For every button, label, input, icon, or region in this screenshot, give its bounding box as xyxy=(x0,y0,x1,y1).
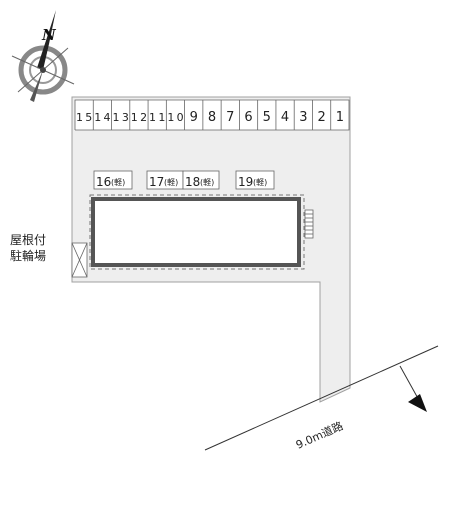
parking-slot-9: 9 xyxy=(190,110,198,125)
parking-slot-box xyxy=(93,170,133,190)
parking-slot-2: 2 xyxy=(317,110,325,125)
parking-slot-tag: (軽) xyxy=(200,178,214,187)
road-label: 9.0m道路 xyxy=(294,419,346,452)
parking-slot-7: 7 xyxy=(226,110,234,125)
stairs-icon xyxy=(304,209,314,239)
parking-slot-8: 8 xyxy=(208,110,216,125)
building xyxy=(91,197,301,267)
parking-light-19: 19 (軽) xyxy=(235,170,275,190)
parking-slot-box xyxy=(182,170,220,190)
parking-slot-4: 4 xyxy=(281,110,289,125)
road-direction-line xyxy=(399,365,421,403)
parking-slot-box xyxy=(235,170,275,190)
parking-slot-1: 1 xyxy=(336,110,344,125)
parking-slot-number: 17 xyxy=(149,175,164,189)
road-edge-line xyxy=(204,345,439,451)
parking-slot-number: 18 xyxy=(185,175,200,189)
parking-slot-tag: (軽) xyxy=(253,178,267,187)
building-dashed-outline xyxy=(89,194,305,270)
parking-slot-number: 19 xyxy=(238,175,253,189)
parking-light-17: 17 (軽) xyxy=(146,170,184,190)
road-direction-arrow-icon xyxy=(408,394,427,412)
parking-slot-tag: (軽) xyxy=(111,178,125,187)
compass-rose-icon xyxy=(11,10,75,102)
bicycle-parking-label-line2: 駐輪場 xyxy=(10,248,46,263)
bicycle-parking-box xyxy=(71,242,88,278)
parking-light-18: 18 (軽) xyxy=(182,170,220,190)
parking-slot-3: 3 xyxy=(299,110,307,125)
bicycle-parking-label-line1: 屋根付 xyxy=(10,233,46,247)
north-label: N xyxy=(41,26,57,44)
parking-slot-number: 16 xyxy=(96,175,111,189)
parking-slot-5: 5 xyxy=(263,110,271,125)
parking-slot-tag: (軽) xyxy=(164,178,178,187)
parking-light-16: 16 (軽) xyxy=(93,170,133,190)
parking-slot-6: 6 xyxy=(244,110,252,125)
